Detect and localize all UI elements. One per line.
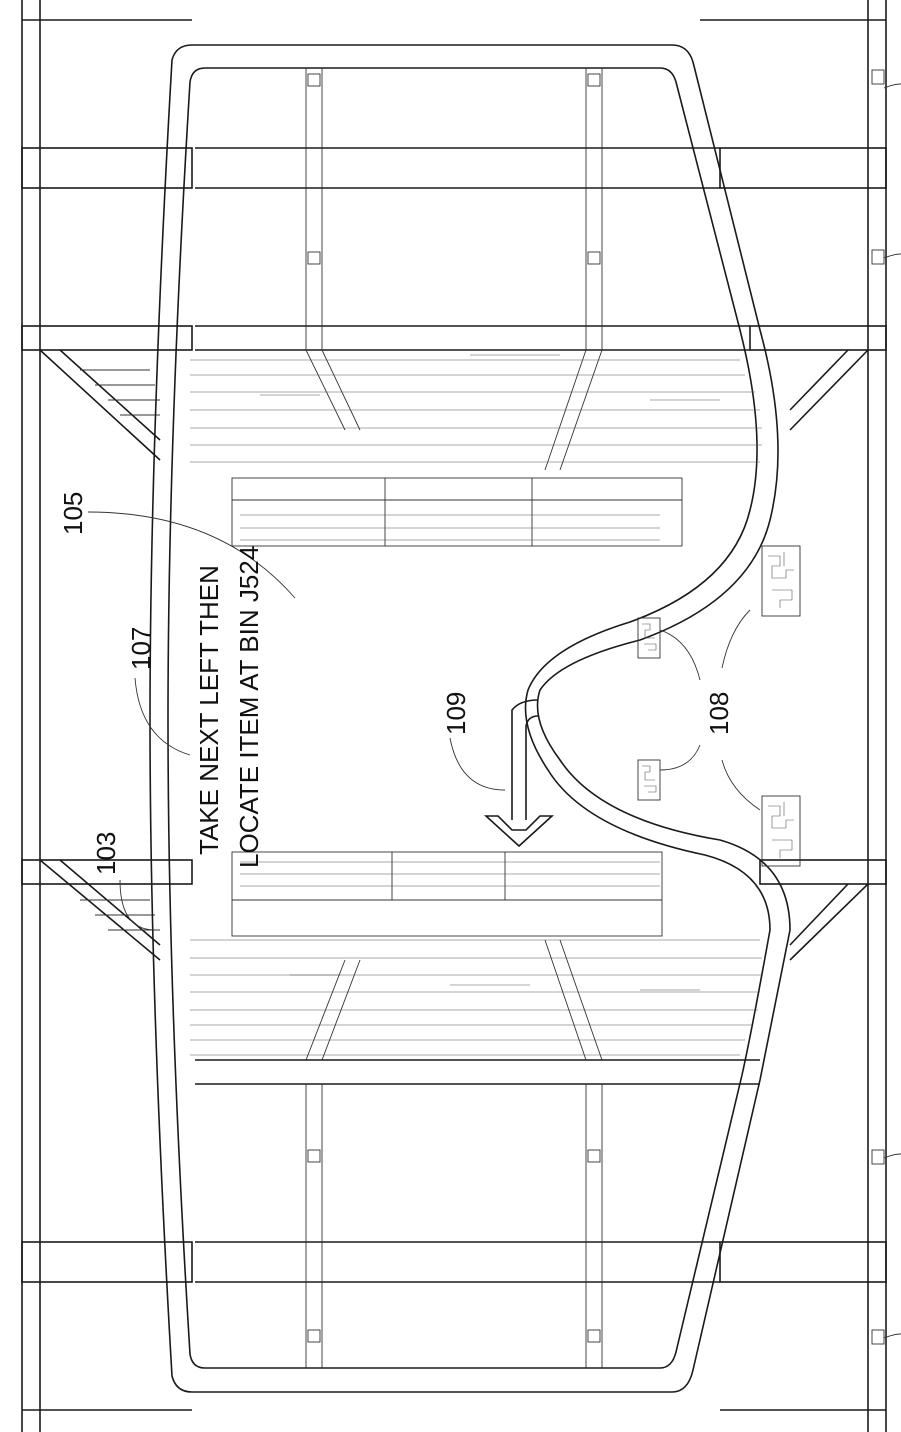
marker-icon [307, 73, 601, 265]
display-frame [149, 44, 791, 1393]
caption-line-2: LOCATE ITEM AT BIN J524 [234, 546, 264, 868]
leader-lines [87, 511, 761, 931]
marker-icon [761, 795, 801, 867]
marker-icon [637, 617, 661, 659]
marker-icon [637, 759, 661, 801]
ref-label-109: 109 [441, 692, 471, 735]
ref-label-108: 108 [704, 692, 734, 735]
warehouse-structure-right [700, 0, 901, 1432]
marker-icon [871, 69, 885, 1345]
floor-markers [637, 545, 801, 867]
marker-icon [307, 1149, 601, 1343]
ref-label-105: 105 [58, 492, 88, 535]
arrow-icon [483, 699, 555, 848]
shelving-bottom [190, 851, 762, 1368]
warehouse-structure-left [21, 0, 193, 1432]
caption-line-1: TAKE NEXT LEFT THEN [194, 565, 224, 855]
ref-label-107: 107 [126, 627, 156, 670]
ref-label-103: 103 [91, 832, 121, 875]
marker-icon [761, 545, 801, 617]
shelving-top [190, 68, 762, 547]
